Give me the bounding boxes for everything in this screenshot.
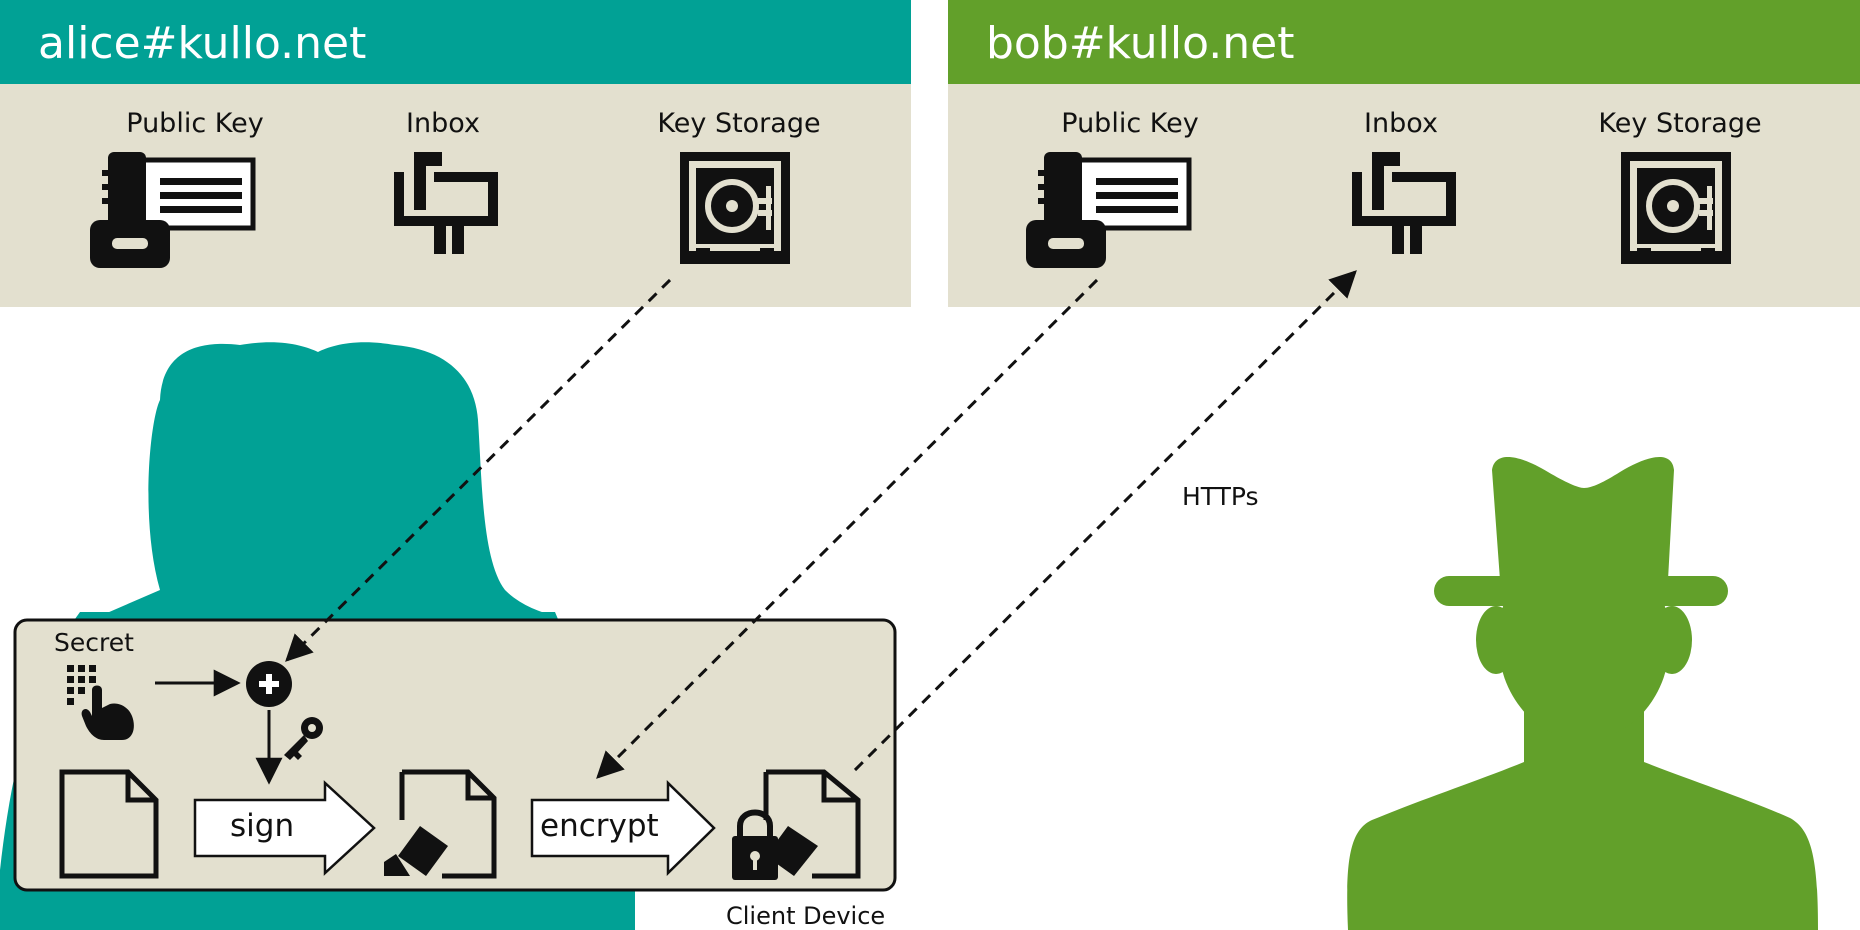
bob-header-bar (948, 0, 1860, 84)
bob-address: bob#kullo.net (986, 18, 1295, 69)
bob-key-storage-label: Key Storage (1598, 108, 1762, 139)
signed-document-icon (384, 769, 497, 879)
sign-arrow-shape (193, 780, 376, 876)
client-device-caption: Client Device (726, 902, 886, 930)
alice-address: alice#kullo.net (38, 18, 367, 69)
key-icon (284, 717, 323, 760)
alice-inbox-label: Inbox (406, 108, 480, 139)
sign-label: sign (230, 808, 295, 844)
encrypt-label: encrypt (540, 808, 659, 844)
combine-icon (246, 661, 292, 707)
document-icon (59, 769, 159, 879)
encrypt-arrow-shape (530, 780, 716, 876)
bob-inbox-label: Inbox (1364, 108, 1438, 139)
alice-header-bar (0, 0, 911, 84)
bob-public-key-label: Public Key (1061, 108, 1199, 139)
bob-public-key-to-encrypt-connection (596, 278, 1099, 779)
key-storage-to-combine-connection (285, 278, 672, 662)
alice-silhouette (100, 342, 555, 616)
https-label: HTTPs (1182, 482, 1259, 511)
encrypted-document-icon (732, 769, 861, 880)
keypad-touch-icon (67, 665, 134, 740)
alice-key-storage-icon (680, 152, 790, 264)
https-upload-connection (853, 270, 1357, 772)
secret-label: Secret (54, 628, 134, 657)
alice-key-storage-label: Key Storage (657, 108, 821, 139)
bob-spy-silhouette (1347, 457, 1818, 930)
bob-key-storage-icon (1621, 152, 1731, 264)
alice-public-key-label: Public Key (126, 108, 264, 139)
